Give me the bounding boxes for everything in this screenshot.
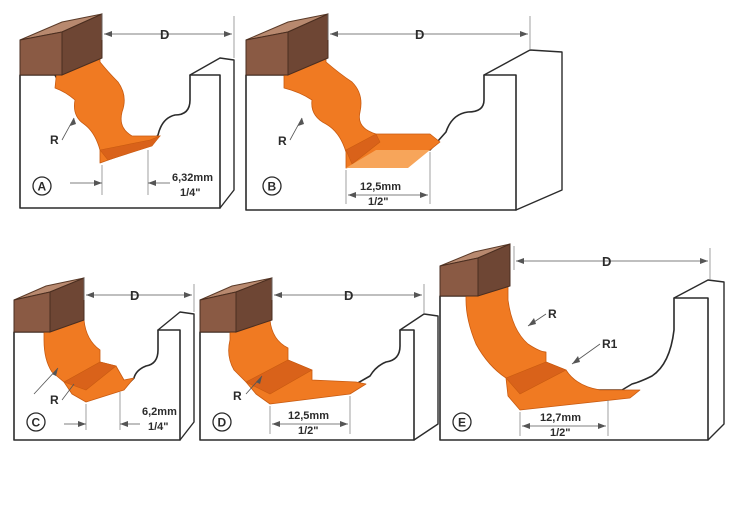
panel-d-letter: D xyxy=(218,416,227,430)
panel-e-dim-mm: 12,7mm xyxy=(540,412,581,424)
panel-b-r-leader xyxy=(289,117,303,141)
panel-c-cutter-step xyxy=(63,361,117,391)
panel-b-dim-mm: 12,5mm xyxy=(360,181,401,193)
panel-b-cutter-bottom xyxy=(346,150,430,168)
panel-c-dim-in: 1/4" xyxy=(148,421,169,433)
panel-b-r-label: R xyxy=(278,134,287,148)
panel-a-r-leader xyxy=(61,117,75,141)
panel-d-dim-in: 1/2" xyxy=(298,425,319,437)
panel-c-r-leader-2 xyxy=(61,383,75,401)
panel-a-letter-badge xyxy=(32,176,52,196)
panel-b-letter-badge xyxy=(262,176,282,196)
panel-b-d-label: D xyxy=(415,27,424,42)
panel-e-r1-label: R1 xyxy=(602,337,618,351)
panel-b-dim-in: 1/2" xyxy=(368,196,389,208)
panel-e-letter-badge xyxy=(452,412,472,432)
panel-a-r-label: R xyxy=(50,133,59,147)
panel-c-d-label: D xyxy=(130,288,139,303)
panel-c-shank-side xyxy=(49,277,85,333)
panel-e-d-label: D xyxy=(602,254,611,269)
panel-c-letter: C xyxy=(32,416,41,430)
panel-d: D R D 12,5mm 1/2" xyxy=(199,277,439,441)
panel-d-cutter-step xyxy=(245,359,313,395)
panel-a-cutter-step xyxy=(99,135,161,161)
panel-a-dim-mm: 6,32mm xyxy=(172,172,213,184)
panel-a-dim-in: 1/4" xyxy=(180,187,201,199)
panel-e-shank-side xyxy=(477,243,511,297)
panel-e-letter: E xyxy=(458,416,466,430)
panel-d-dim-mm: 12,5mm xyxy=(288,410,329,422)
panel-d-r-label: R xyxy=(233,389,242,403)
panel-a-shank-front xyxy=(19,31,63,76)
panel-e-cutter-step xyxy=(505,361,567,395)
panel-e-dim-in: 1/2" xyxy=(550,427,571,439)
panel-d-shank-side xyxy=(235,277,273,333)
panel-d-letter-badge xyxy=(212,412,232,432)
panel-a: D R A 6,32mm 1/4" xyxy=(19,13,235,209)
panel-c-dim-mm: 6,2mm xyxy=(142,406,177,418)
panel-a-letter: A xyxy=(38,180,47,194)
panel-b: D R B 12,5mm 1/2" xyxy=(245,13,563,211)
panel-b-cutter-step xyxy=(345,133,381,165)
panel-c: D R C 6,2mm 1/4" xyxy=(13,277,195,441)
panel-b-shank-side xyxy=(287,13,329,76)
panel-b-shank-front xyxy=(245,31,289,76)
panel-e-cutter-profile xyxy=(465,257,641,411)
panel-b-cutter-profile xyxy=(283,27,441,169)
panel-e: D R R1 E 12,7mm 1/2" xyxy=(439,243,725,441)
panel-c-r-label: R xyxy=(50,393,59,407)
panel-d-d-label: D xyxy=(344,288,353,303)
panel-a-shank-side xyxy=(61,13,103,76)
panel-a-d-label: D xyxy=(160,27,169,42)
panel-c-letter-badge xyxy=(26,412,46,432)
panel-e-r-label: R xyxy=(548,307,557,321)
panel-b-letter: B xyxy=(268,180,277,194)
